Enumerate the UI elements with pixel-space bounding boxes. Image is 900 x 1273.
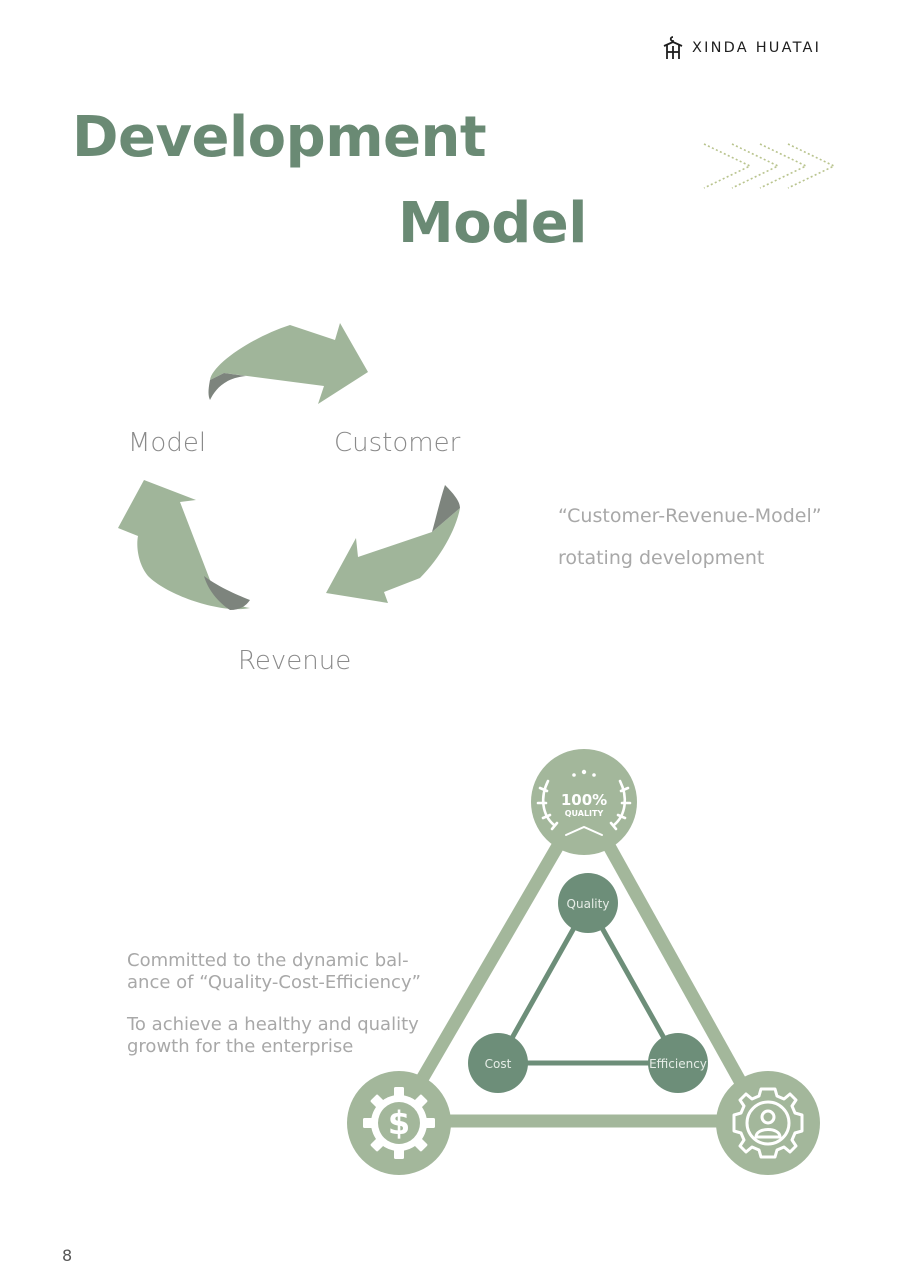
quality-stars-icon bbox=[572, 769, 596, 777]
balance-text-line3: To achieve a healthy and quality bbox=[127, 1014, 419, 1035]
badge-bottom-text: QUALITY bbox=[565, 809, 604, 818]
cycle-arrow-top-fold bbox=[208, 373, 246, 400]
badge-top-text: 100% bbox=[561, 791, 607, 809]
quality-node-label: Quality bbox=[567, 897, 610, 911]
efficiency-node bbox=[648, 1033, 708, 1093]
page-title-line2: Model bbox=[398, 191, 587, 256]
quality-circle bbox=[531, 749, 637, 855]
cycle-label-customer: Customer bbox=[334, 428, 461, 458]
efficiency-node-label: Efficiency bbox=[649, 1057, 707, 1071]
cycle-label-revenue: Revenue bbox=[238, 646, 352, 676]
quality-node bbox=[558, 873, 618, 933]
svg-text:$: $ bbox=[388, 1104, 410, 1142]
cycle-arrow-left bbox=[118, 480, 250, 610]
person-gear-icon bbox=[732, 1087, 804, 1159]
quality-laurel-icon bbox=[536, 779, 632, 836]
balance-text-line4: growth for the enterprise bbox=[127, 1036, 354, 1057]
page-number: 8 bbox=[62, 1246, 73, 1265]
page-title-line1: Development bbox=[72, 105, 487, 170]
brand-name: XINDA HUATAI bbox=[692, 40, 822, 56]
cycle-caption-line1: “Customer-Revenue-Model” bbox=[558, 505, 822, 527]
brand-header: XINDA HUATAI bbox=[662, 34, 821, 62]
chevrons-decoration-icon bbox=[703, 143, 836, 189]
cost-node-label: Cost bbox=[485, 1057, 512, 1071]
cost-node bbox=[468, 1033, 528, 1093]
rotating-cycle-diagram bbox=[118, 323, 460, 610]
balance-text-line1: Committed to the dynamic bal- bbox=[127, 950, 409, 971]
quality-cost-efficiency-triangle: 100% QUALITY $ Quality Cost bbox=[347, 749, 820, 1175]
dollar-gear-icon: $ bbox=[363, 1087, 435, 1159]
cycle-caption-line2: rotating development bbox=[558, 547, 765, 569]
cycle-arrow-right bbox=[326, 508, 460, 603]
hanger-logo-icon bbox=[663, 36, 683, 59]
cycle-arrow-right-fold bbox=[432, 485, 460, 532]
balance-description: Committed to the dynamic bal- ance of “Q… bbox=[127, 950, 421, 1058]
cycle-caption: “Customer-Revenue-Model” rotating develo… bbox=[558, 495, 822, 579]
balance-text-line2: ance of “Quality-Cost-Efficiency” bbox=[127, 972, 421, 993]
cycle-label-model: Model bbox=[128, 428, 207, 458]
cycle-arrow-left-fold bbox=[204, 576, 250, 610]
cycle-arrow-top bbox=[210, 323, 368, 404]
